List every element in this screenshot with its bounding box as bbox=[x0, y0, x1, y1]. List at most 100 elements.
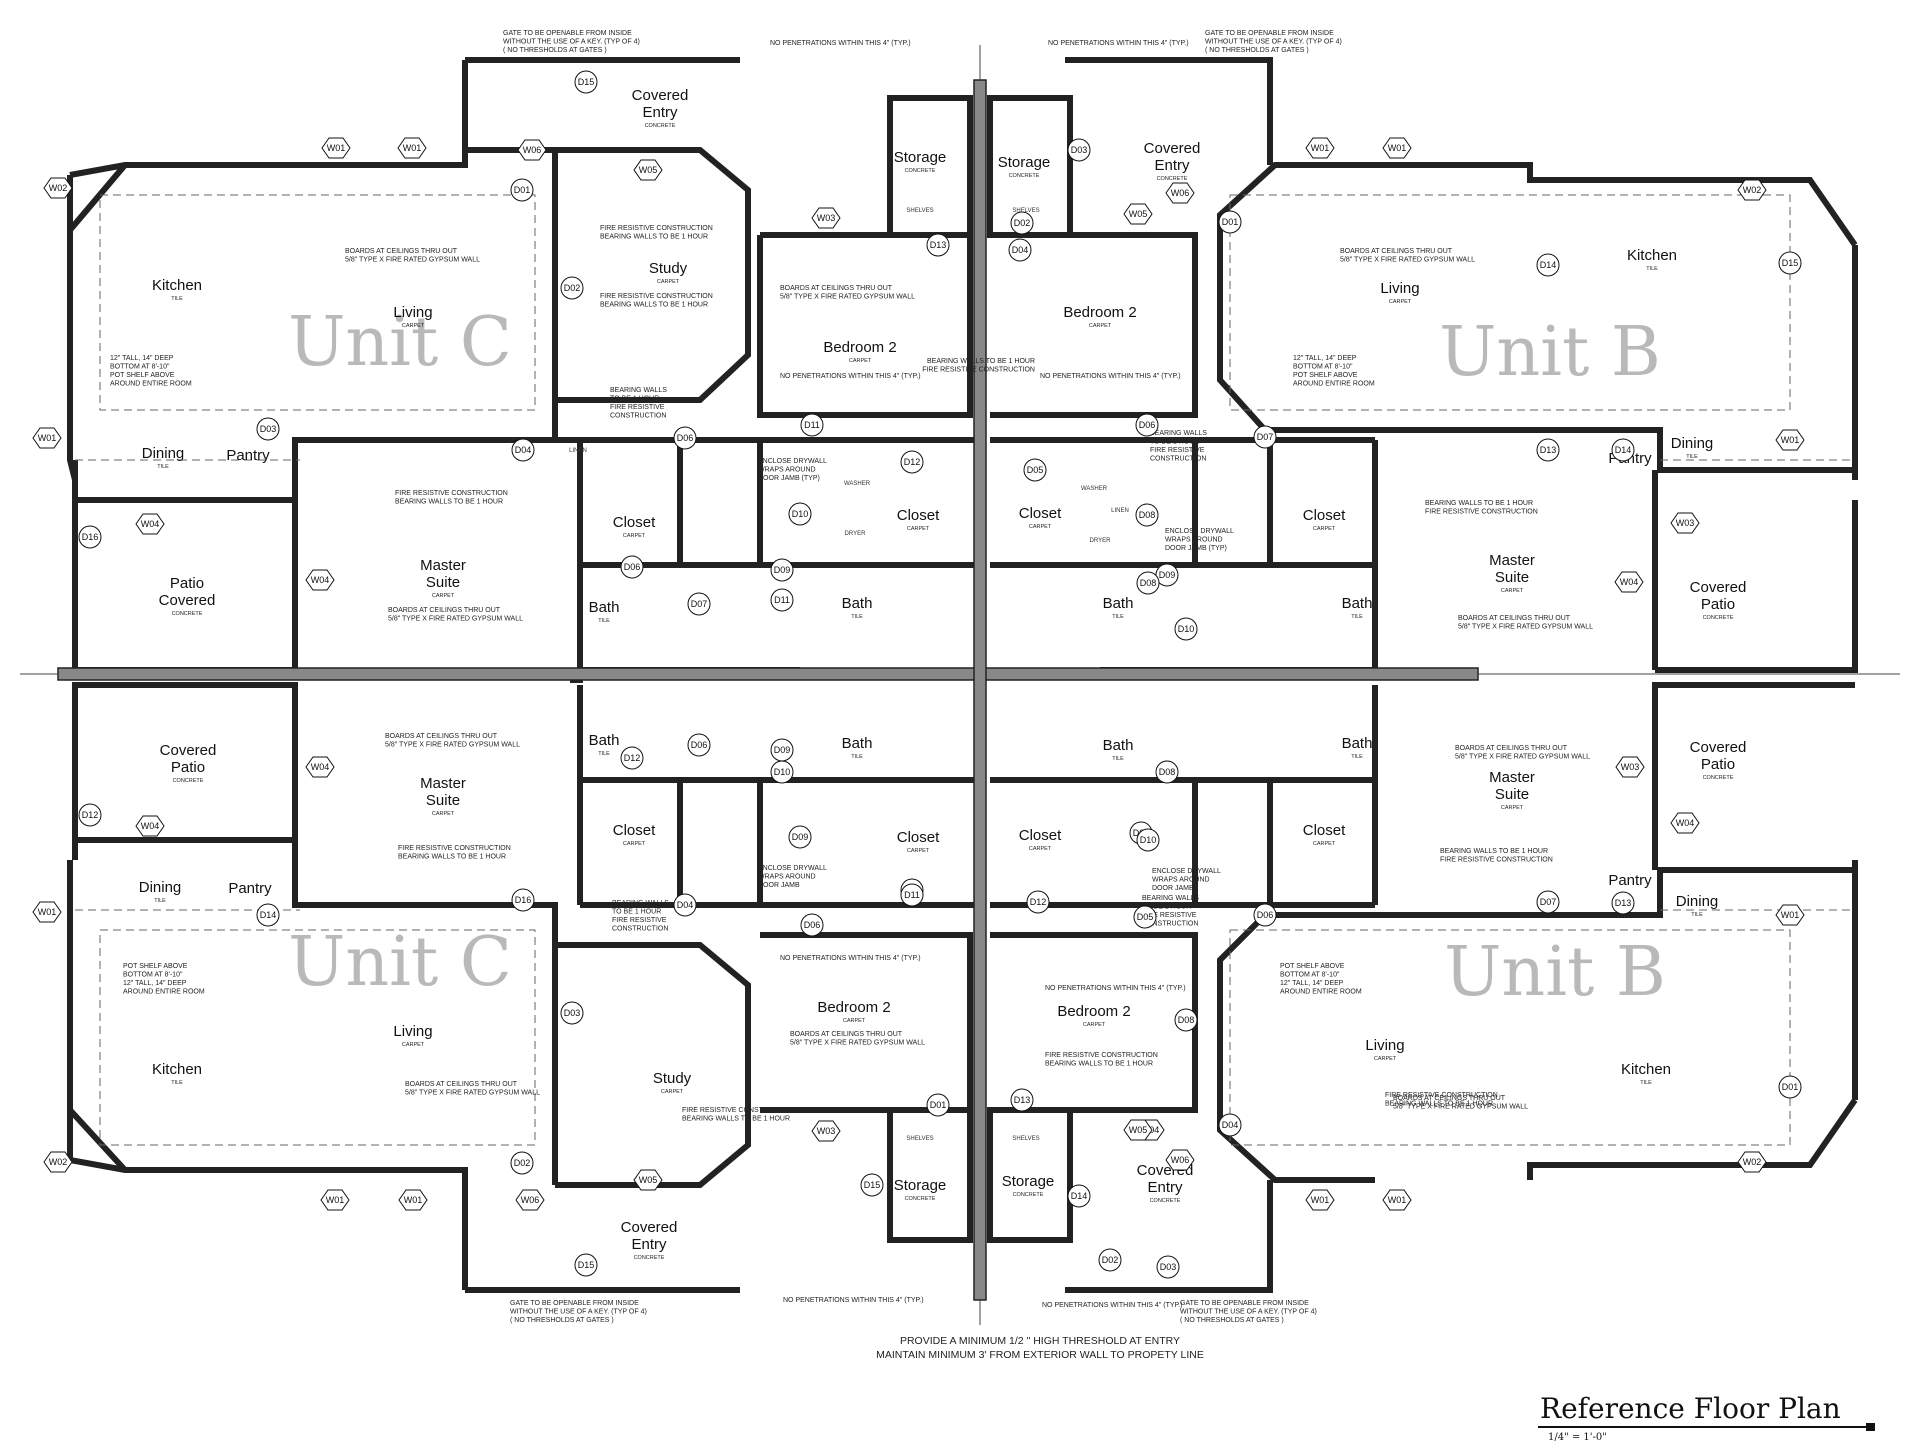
door-tag-circle bbox=[1253, 903, 1277, 927]
note-line: ENCLOSE DRYWALL bbox=[1165, 528, 1234, 535]
unit-label-unit-c-top: Unit C bbox=[288, 303, 512, 382]
door-tag-label: D14 bbox=[1540, 260, 1557, 270]
note-line: DOOR JAMB bbox=[758, 882, 800, 889]
note-line: ( NO THRESHOLDS AT GATES ) bbox=[503, 47, 607, 54]
note-line: CONSTRUCTION bbox=[610, 413, 666, 420]
door-tag-label: D02 bbox=[564, 283, 581, 293]
door-tag: D04 bbox=[1218, 1113, 1242, 1137]
window-tag-hexagon bbox=[1382, 137, 1412, 159]
room-finish: CONCRETE bbox=[1009, 173, 1040, 179]
door-tag: D10 bbox=[770, 760, 794, 784]
note-line: ENCLOSE DRYWALL bbox=[758, 865, 827, 872]
window-tag-hexagon bbox=[1737, 179, 1767, 201]
door-tag: D01 bbox=[1218, 210, 1242, 234]
window-tag: W04 bbox=[1670, 812, 1700, 834]
window-tag: W01 bbox=[1305, 1189, 1335, 1211]
door-tag-label: D06 bbox=[691, 740, 708, 750]
window-tag-hexagon bbox=[1775, 429, 1805, 451]
room-finish: CARPET bbox=[432, 811, 455, 817]
note-line: FIRE RESISTIVE CONSTRUCTION bbox=[1045, 1052, 1158, 1059]
window-tag-label: W06 bbox=[1171, 188, 1190, 198]
room-name: Closet bbox=[1019, 827, 1062, 844]
fixture-label: SHELVES bbox=[1012, 208, 1039, 214]
door-tag-circle bbox=[900, 883, 924, 907]
note-line: TO BE 1 HOUR bbox=[612, 909, 661, 916]
title-block: Reference Floor Plan 1/4" = 1'-0" bbox=[1538, 1392, 1875, 1443]
door-tag-label: D08 bbox=[1140, 578, 1157, 588]
note-line: 12" TALL, 14" DEEP bbox=[110, 355, 174, 362]
note-line: 5/8" TYPE X FIRE RATED GYPSUM WALL bbox=[385, 742, 520, 749]
note-line: 12" TALL, 14" DEEP bbox=[1293, 355, 1357, 362]
door-tag-circle bbox=[560, 1001, 584, 1025]
note-line: NO PENETRATIONS WITHIN THIS 4" (TYP.) bbox=[783, 1297, 924, 1304]
door-tag: D14 bbox=[1067, 1184, 1091, 1208]
note-line: ENCLOSE DRYWALL bbox=[1152, 868, 1221, 875]
window-tag-hexagon bbox=[1614, 571, 1644, 593]
door-tag: D14 bbox=[1611, 438, 1635, 462]
window-tag: W06 bbox=[1165, 182, 1195, 204]
door-tag: D06 bbox=[673, 426, 697, 450]
window-tag-label: W01 bbox=[403, 143, 422, 153]
window-tag-hexagon bbox=[1165, 182, 1195, 204]
door-tag-label: D16 bbox=[82, 532, 99, 542]
door-tag: D14 bbox=[1536, 253, 1560, 277]
note-line: BOARDS AT CEILINGS THRU OUT bbox=[385, 733, 498, 740]
room-name: Kitchen bbox=[1621, 1061, 1671, 1078]
room-name: Dining bbox=[139, 879, 182, 896]
window-tag: W01 bbox=[320, 1189, 350, 1211]
room-name: Covered bbox=[632, 87, 689, 104]
door-tag-label: D12 bbox=[82, 810, 99, 820]
door-tag-circle bbox=[511, 438, 535, 462]
note-line: DOOR JAMB bbox=[1152, 885, 1194, 892]
room-name: Closet bbox=[1303, 822, 1346, 839]
door-tag: D01 bbox=[1778, 1075, 1802, 1099]
door-tag: D12 bbox=[900, 450, 924, 474]
note-line: BOARDS AT CEILINGS THRU OUT bbox=[1393, 1095, 1506, 1102]
room-finish: CONCRETE bbox=[905, 168, 936, 174]
note-line: 5/8" TYPE X FIRE RATED GYPSUM WALL bbox=[1340, 257, 1475, 264]
room-finish: TILE bbox=[171, 1080, 183, 1086]
room-name-line2: Entry bbox=[642, 104, 678, 121]
room-name-line2: Patio bbox=[171, 759, 205, 776]
door-tag: D13 bbox=[1611, 891, 1635, 915]
room-finish: CARPET bbox=[1501, 805, 1524, 811]
note-line: DOOR JAMB (TYP) bbox=[1165, 545, 1227, 552]
note-line: BEARING WALLS TO BE 1 HOUR bbox=[398, 854, 506, 861]
door-tag: D03 bbox=[560, 1001, 584, 1025]
door-tag-circle bbox=[510, 178, 534, 202]
note-line: NO PENETRATIONS WITHIN THIS 4" (TYP.) bbox=[1040, 373, 1181, 380]
note-line: BOARDS AT CEILINGS THRU OUT bbox=[1455, 745, 1568, 752]
note-line: NO PENETRATIONS WITHIN THIS 4" (TYP.) bbox=[780, 373, 921, 380]
door-tag-circle bbox=[926, 233, 950, 257]
room-name: Master bbox=[420, 557, 466, 574]
window-tag-label: W01 bbox=[1781, 910, 1800, 920]
room-name: Covered bbox=[160, 742, 217, 759]
window-tag-label: W01 bbox=[1311, 143, 1330, 153]
window-tag: W05 bbox=[633, 159, 663, 181]
room-name: Living bbox=[393, 1023, 432, 1040]
door-tag-circle bbox=[1218, 210, 1242, 234]
window-tag-hexagon bbox=[320, 1189, 350, 1211]
note-line: AROUND ENTIRE ROOM bbox=[1280, 989, 1362, 996]
note-line: NO PENETRATIONS WITHIN THIS 4" (TYP.) bbox=[780, 955, 921, 962]
door-tag-label: D09 bbox=[774, 745, 791, 755]
door-tag: D06 bbox=[1135, 413, 1159, 437]
door-tag: D07 bbox=[687, 592, 711, 616]
window-tag-hexagon bbox=[633, 1169, 663, 1191]
door-tag-circle bbox=[1253, 425, 1277, 449]
door-tag: D16 bbox=[78, 525, 102, 549]
window-tag-hexagon bbox=[1615, 756, 1645, 778]
